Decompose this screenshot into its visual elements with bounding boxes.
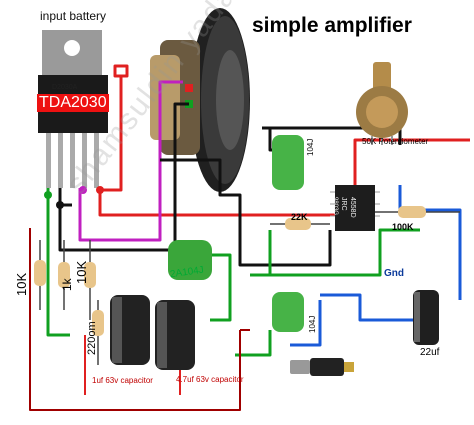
cap-1uf [110,295,150,365]
resistor-1k-label: 1k [60,278,74,291]
opamp-text-1: 4558D [349,197,356,218]
resistor-22k-label: 22K [291,212,308,222]
red-wire-top [353,138,470,178]
potentiometer-label: 50K Potentiometer [362,137,429,146]
resistor-100k [375,206,460,218]
cap-104j-bottom [272,292,304,332]
resistors-left [34,240,104,365]
battery-plus-terminal [113,64,129,78]
cap-104j-bottom-label: 104J [308,315,317,333]
resistor-10k-right-label: 10K [74,260,89,284]
darkred-wire [29,228,241,411]
potentiometer [356,62,408,145]
page-title: simple amplifier [252,14,412,37]
resistor-10k-left-label: 10K [14,272,29,296]
green-wire-left [46,188,70,337]
cap-47uf [155,300,195,370]
green-wire-mid [250,245,382,277]
cap-22uf-label: 22uf [420,347,440,358]
cap-22uf [413,290,439,345]
cap-1uf-label: 1uf 63v capacitor [92,376,153,385]
cap-104j-top [272,135,304,190]
cap-47uf-label: 4.7uf 63v capacitor [176,375,244,384]
chip-code: D2030A [52,84,78,91]
speaker-terminal-plus [185,84,193,92]
input-battery-label: input battery [40,9,107,23]
opamp-4558 [330,185,380,231]
chip-label: TDA2030 [37,94,109,112]
cap-104j-top-label: 104J [306,138,315,156]
junction-dots [44,186,104,209]
opamp-text-3: 9803G [332,197,338,216]
resistor-220-label: 220om [86,321,98,355]
cap-2a104j [168,240,212,280]
black-wire-gnd [160,158,332,267]
gnd-label: Gnd [384,268,404,279]
audio-jack [290,358,354,376]
resistor-100k-label: 100K [392,222,414,232]
red-wire-supply [100,76,123,192]
magenta-wire [78,80,183,242]
opamp-text-2: JRC [340,197,347,211]
resistor-22k [270,218,330,230]
wires [29,64,470,411]
speaker [150,8,250,192]
